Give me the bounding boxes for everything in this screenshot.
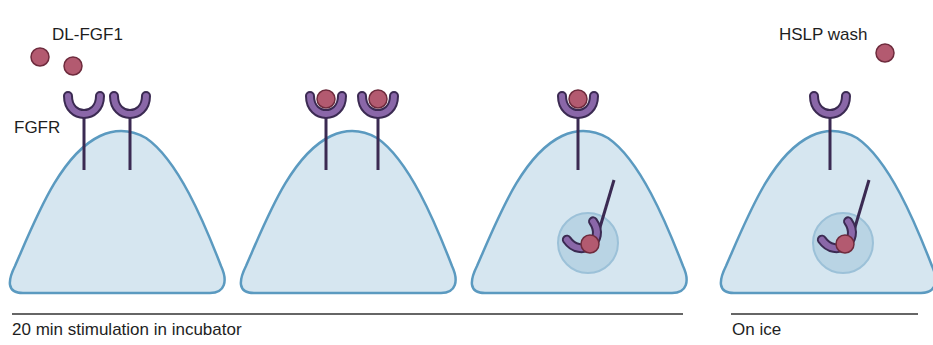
receptor <box>814 96 846 114</box>
receptor-stems <box>84 118 869 234</box>
ligand <box>317 90 335 108</box>
timeline-bar <box>731 313 918 315</box>
cell <box>241 131 456 293</box>
receptor <box>567 221 604 254</box>
timeline-label: On ice <box>732 320 781 340</box>
ligand <box>569 90 587 108</box>
ligand <box>369 90 387 108</box>
receptor-stem <box>129 118 132 170</box>
ligand-label: DL-FGF1 <box>52 25 123 45</box>
ligand <box>581 235 599 253</box>
ligand <box>64 57 82 75</box>
endosome <box>813 213 873 273</box>
wash-label: HSLP wash <box>779 25 868 45</box>
receptor <box>822 221 859 254</box>
timeline-bar <box>12 313 683 315</box>
cell <box>10 131 225 293</box>
ligand <box>876 44 894 62</box>
endosome <box>558 213 618 273</box>
receptor-stem <box>83 118 86 170</box>
ligands <box>31 44 894 253</box>
timeline-label: 20 min stimulation in incubator <box>12 320 242 340</box>
receptor-stem <box>325 118 328 170</box>
receptor-label: FGFR <box>14 118 60 138</box>
receptor <box>114 96 146 114</box>
receptor-stem <box>377 118 380 170</box>
receptor <box>68 96 100 114</box>
cell <box>721 131 933 293</box>
receptor-stem <box>577 118 580 170</box>
receptor-stem <box>829 118 832 170</box>
ligand <box>836 235 854 253</box>
ligand <box>31 48 49 66</box>
